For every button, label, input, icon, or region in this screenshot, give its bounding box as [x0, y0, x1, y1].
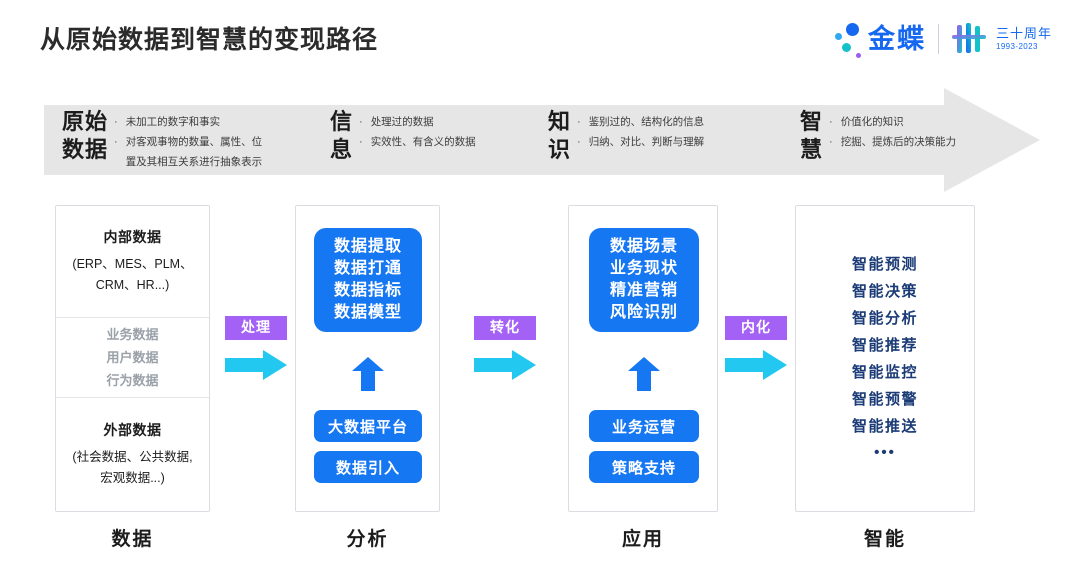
- banner-descriptions: 未加工的数字和事实 对客观事物的数量、属性、位 置及其相互关系进行抽象表示: [125, 116, 263, 168]
- analysis-capability-box: 数据提取 数据打通 数据指标 数据模型: [314, 228, 422, 332]
- banner-item-raw-data: 原始 数据 ·· 未加工的数字和事实 对客观事物的数量、属性、位 置及其相互关系…: [62, 108, 262, 172]
- banner-term: 原始 数据: [62, 109, 109, 163]
- data-types-section: 业务数据 用户数据 行为数据: [56, 318, 209, 398]
- data-type-item: 用户数据: [106, 350, 159, 365]
- data-type-item: 行为数据: [106, 373, 159, 388]
- internal-data-subtitle: (ERP、MES、PLM、 CRM、HR...): [72, 257, 193, 292]
- intelligence-card: 智能预测 智能决策 智能分析 智能推荐 智能监控 智能预警 智能推送 •••: [795, 205, 975, 512]
- brand-name: 金蝶: [867, 23, 926, 54]
- data-type-item: 业务数据: [106, 327, 159, 342]
- up-arrow-icon: [352, 357, 384, 391]
- external-data-subtitle: (社会数据、公共数据, 宏观数据...): [72, 450, 193, 485]
- banner-descriptions: 处理过的数据 实效性、有含义的数据: [370, 116, 476, 148]
- column-data: 内部数据 (ERP、MES、PLM、 CRM、HR...) 业务数据 用户数据 …: [55, 205, 210, 550]
- anniversary-badge: 三十周年 1993-2023: [951, 22, 1052, 56]
- connector-internalize: 内化: [725, 316, 787, 385]
- brand-dots-icon: [832, 19, 866, 59]
- application-scenario-box: 数据场景 业务现状 精准营销 风险识别: [589, 228, 699, 332]
- brand-divider: [937, 24, 939, 54]
- list-item: 智能决策: [851, 283, 918, 300]
- column-label-analysis: 分析: [346, 529, 389, 550]
- anniversary-text: 三十周年: [995, 25, 1052, 41]
- column-analysis: 数据提取 数据打通 数据指标 数据模型 大数据平台 数据引入 分析: [295, 205, 440, 550]
- banner-item-wisdom: 智 慧 ·· 价值化的知识 挖掘、提炼后的决策能力: [800, 108, 956, 164]
- right-arrow-icon: [725, 350, 787, 381]
- external-data-section: 外部数据 (社会数据、公共数据, 宏观数据...): [56, 398, 209, 511]
- list-item: 智能监控: [851, 364, 918, 381]
- page-title: 从原始数据到智慧的变现路径: [40, 26, 379, 54]
- connector-label-transform: 转化: [474, 316, 536, 341]
- banner-bullets: ··: [114, 116, 118, 148]
- intelligence-capability-list: 智能预测 智能决策 智能分析 智能推荐 智能监控 智能预警 智能推送 •••: [796, 206, 974, 511]
- data-card: 内部数据 (ERP、MES、PLM、 CRM、HR...) 业务数据 用户数据 …: [55, 205, 210, 512]
- column-application: 数据场景 业务现状 精准营销 风险识别 业务运营 策略支持 应用: [568, 205, 718, 550]
- analysis-ingest-pill[interactable]: 数据引入: [314, 451, 422, 483]
- list-item: 智能推送: [851, 418, 918, 435]
- stage-arrow-banner: 原始 数据 ·· 未加工的数字和事实 对客观事物的数量、属性、位 置及其相互关系…: [44, 88, 1040, 192]
- list-item: 智能预测: [851, 256, 918, 273]
- column-label-data: 数据: [111, 529, 154, 550]
- right-arrow-icon: [225, 350, 287, 381]
- banner-term: 知 识: [548, 109, 572, 163]
- banner-term: 信 息: [330, 109, 354, 163]
- connector-transform: 转化: [474, 316, 536, 385]
- arrow-banner-shape: [44, 88, 1040, 192]
- banner-bullets: ··: [359, 116, 363, 148]
- banner-term: 智 慧: [800, 109, 824, 163]
- connector-label-internalize: 内化: [725, 316, 787, 341]
- banner-bullets: ··: [577, 116, 581, 148]
- connector-label-process: 处理: [225, 316, 287, 341]
- banner-descriptions: 价值化的知识 挖掘、提炼后的决策能力: [840, 116, 957, 148]
- application-card: 数据场景 业务现状 精准营销 风险识别 业务运营 策略支持: [568, 205, 718, 512]
- internal-data-title: 内部数据: [103, 229, 162, 245]
- application-strategy-pill[interactable]: 策略支持: [589, 451, 699, 483]
- analysis-card: 数据提取 数据打通 数据指标 数据模型 大数据平台 数据引入: [295, 205, 440, 512]
- connector-process: 处理: [225, 316, 287, 385]
- column-label-intelligence: 智能: [863, 529, 906, 550]
- banner-descriptions: 鉴别过的、结构化的信息 归纳、对比、判断与理解: [588, 116, 705, 148]
- internal-data-section: 内部数据 (ERP、MES、PLM、 CRM、HR...): [56, 206, 209, 318]
- anniversary-mark-icon: [951, 23, 986, 53]
- right-arrow-icon: [474, 350, 536, 381]
- list-item: 智能分析: [851, 310, 918, 327]
- list-item-more: •••: [874, 444, 896, 461]
- column-intelligence: 智能预测 智能决策 智能分析 智能推荐 智能监控 智能预警 智能推送 ••• 智…: [795, 205, 975, 550]
- banner-bullets: ··: [829, 116, 833, 148]
- analysis-platform-pill[interactable]: 大数据平台: [314, 410, 422, 442]
- anniversary-years: 1993-2023: [995, 41, 1038, 51]
- banner-item-information: 信 息 ·· 处理过的数据 实效性、有含义的数据: [330, 108, 476, 164]
- column-label-application: 应用: [621, 529, 664, 550]
- list-item: 智能推荐: [851, 337, 918, 354]
- up-arrow-icon: [628, 357, 660, 391]
- application-operations-pill[interactable]: 业务运营: [589, 410, 699, 442]
- kingdee-logo: 金蝶 三十周年 1993-2023: [832, 16, 1052, 62]
- list-item: 智能预警: [851, 391, 918, 408]
- banner-item-knowledge: 知 识 ·· 鉴别过的、结构化的信息 归纳、对比、判断与理解: [548, 108, 704, 164]
- external-data-title: 外部数据: [103, 422, 162, 438]
